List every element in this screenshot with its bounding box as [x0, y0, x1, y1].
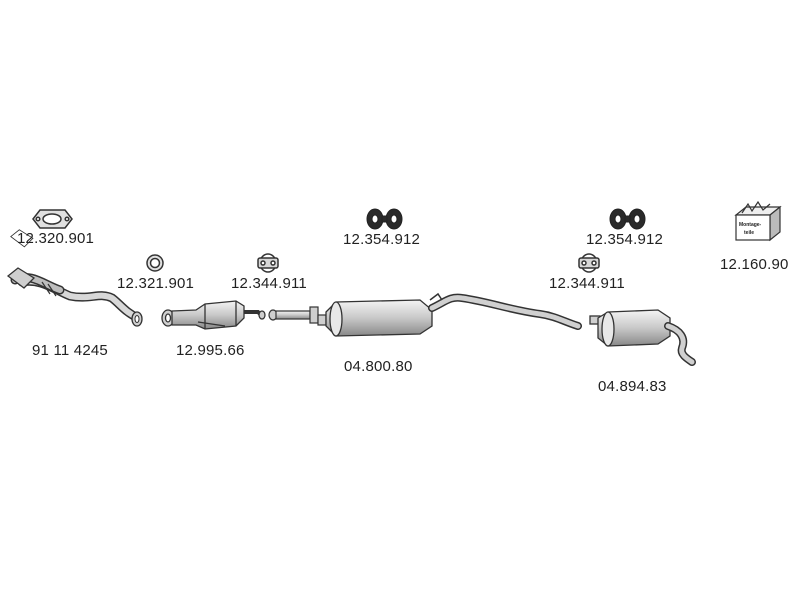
part-number-hanger-1: 12.354.912 [343, 231, 421, 248]
catalytic-converter-part [161, 300, 266, 330]
part-number-rear-silencer: 04.894.83 [598, 378, 667, 395]
part-number-catalytic-converter: 12.995.66 [176, 342, 245, 359]
part-number-hanger-2: 12.354.912 [586, 231, 664, 248]
part-number-gasket: 12.320.901 [17, 230, 95, 247]
mounting-kit-label-line-2: teile [744, 230, 754, 236]
part-number-ring: 12.321.901 [117, 275, 195, 292]
rear-silencer-part [589, 309, 696, 366]
part-number-front-pipe: 91 11 4245 [32, 342, 108, 359]
part-number-clamp-1: 12.344.911 [231, 275, 307, 292]
mounting-kit-label-line-1: Montage- [739, 222, 762, 228]
gasket-part [32, 209, 73, 229]
mounting-kit-box: Montage- teile [734, 200, 782, 242]
rubber-hanger-part-2 [609, 208, 646, 230]
clamp-part-1 [257, 253, 279, 273]
part-number-mounting-kit: 12.160.90 [720, 256, 789, 273]
rubber-hanger-part-1 [366, 208, 403, 230]
intermediate-pipe-part [268, 306, 327, 326]
part-number-centre-silencer: 04.800.80 [344, 358, 413, 375]
front-pipe-part [6, 229, 143, 327]
part-number-clamp-2: 12.344.911 [549, 275, 625, 292]
sealing-ring-part [146, 254, 164, 272]
clamp-part-2 [578, 253, 600, 273]
centre-silencer-part [325, 292, 582, 337]
